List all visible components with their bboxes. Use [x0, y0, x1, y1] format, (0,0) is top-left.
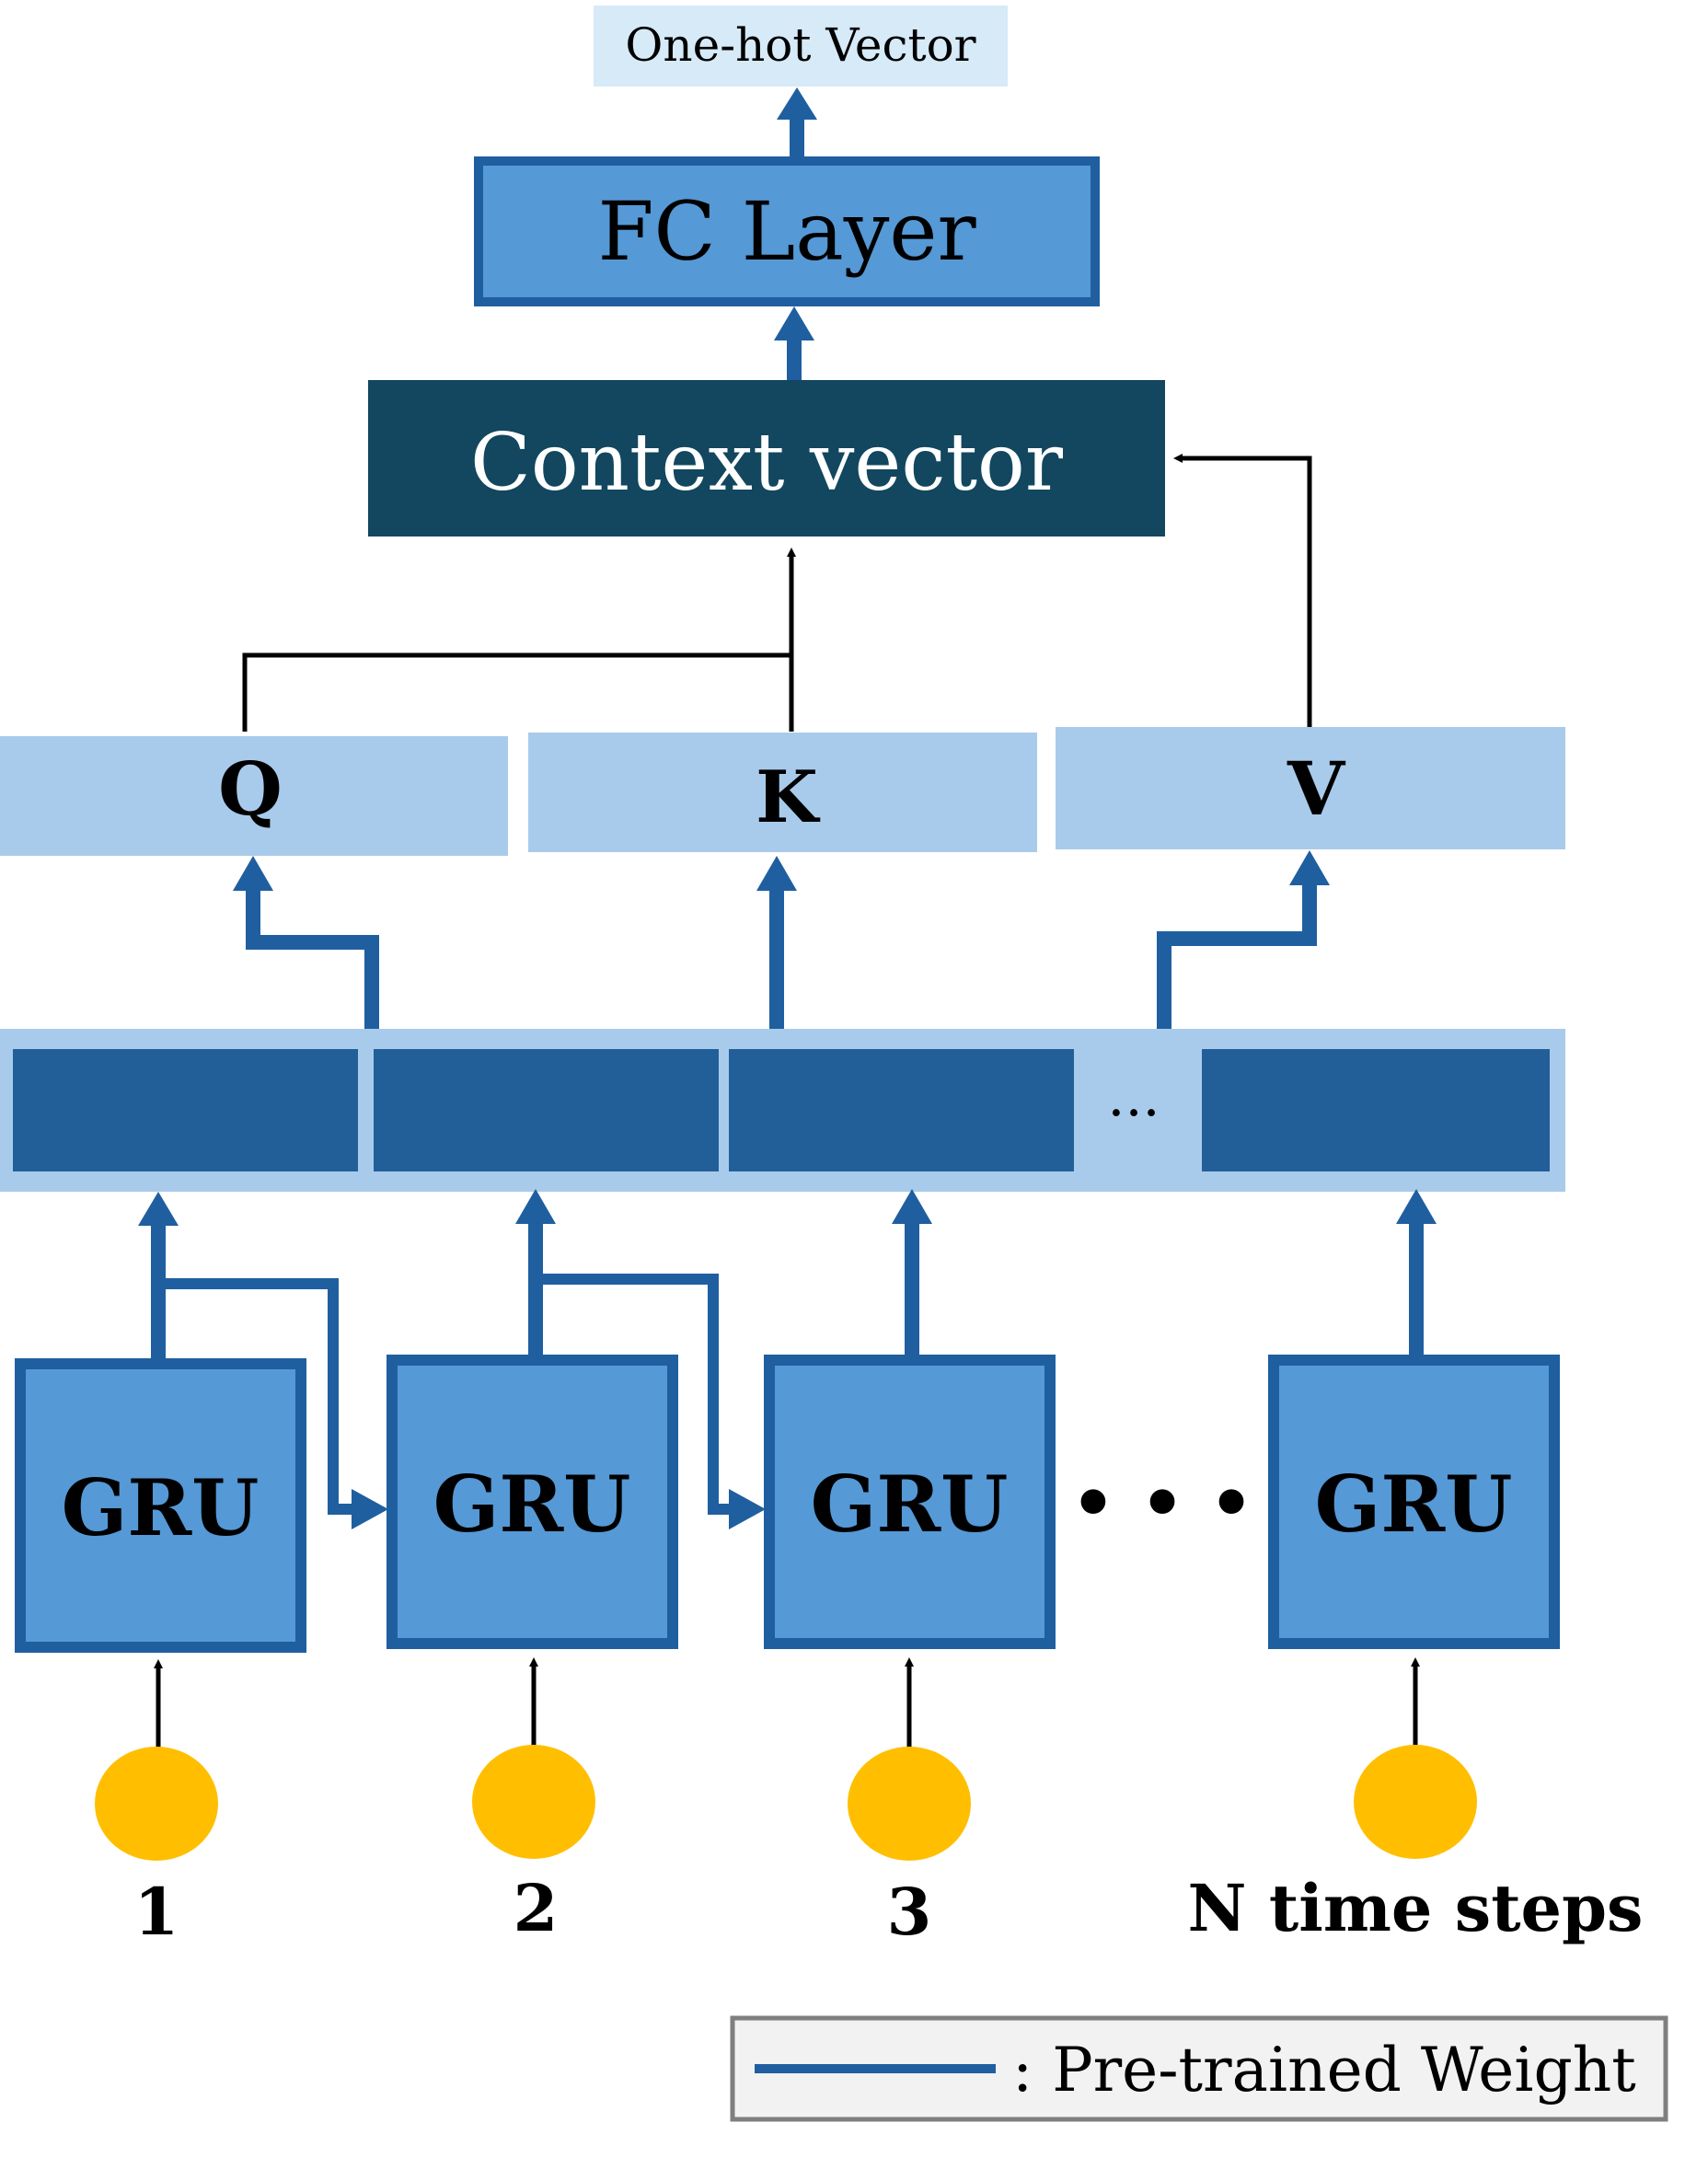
input-node-n: [1354, 1745, 1477, 1859]
hidden-cell-n: [1202, 1049, 1550, 1171]
hidden-to-q-arrow: [233, 856, 379, 1033]
gru-label: GRU: [811, 1459, 1009, 1550]
hidden-cell-1: [13, 1049, 358, 1171]
gru-label: GRU: [433, 1459, 631, 1550]
k-box: K: [528, 733, 1037, 852]
qk-to-context-connector: [242, 548, 796, 732]
gru-ellipsis: • • •: [1071, 1462, 1254, 1544]
gru-cell-3: GRU: [764, 1355, 1056, 1649]
context-to-fc-arrow: [774, 306, 814, 382]
v-to-context-connector: [1173, 454, 1312, 727]
one-hot-vector-box: One-hot Vector: [594, 6, 1008, 87]
step-label-1: 1: [134, 1874, 179, 1950]
gru-label: GRU: [62, 1462, 260, 1553]
input-node-3: [848, 1747, 971, 1861]
step-label-n: N time steps: [1188, 1870, 1644, 1946]
v-label: V: [1287, 745, 1346, 832]
gru-cell-1: GRU: [15, 1358, 306, 1653]
fc-layer-label: FC Layer: [597, 184, 976, 279]
hidden-cell-2: [374, 1049, 719, 1171]
gru3-output-arrow: [892, 1189, 932, 1367]
input-arrows: [154, 1657, 1420, 1753]
input-node-2: [472, 1745, 595, 1859]
gru1-to-gru2-recurrent-link: [158, 1278, 388, 1529]
hidden-state-sequence: ...: [0, 1029, 1565, 1192]
context-vector-label: Context vector: [470, 417, 1064, 509]
gru-label: GRU: [1315, 1459, 1513, 1550]
q-label: Q: [218, 745, 283, 832]
gru2-output-arrow: [515, 1189, 556, 1367]
k-label: K: [756, 756, 821, 839]
hidden-ellipsis: ...: [1107, 1065, 1160, 1129]
legend: : Pre-trained Weight: [730, 2015, 1668, 2122]
step-label-2: 2: [514, 1870, 559, 1946]
legend-text: : Pre-trained Weight: [1012, 2035, 1636, 2106]
step-label-3: 3: [887, 1874, 932, 1950]
input-node-1: [95, 1747, 218, 1861]
hidden-to-k-arrow: [756, 856, 797, 1033]
context-vector-box: Context vector: [368, 380, 1165, 536]
fc-layer-box: FC Layer: [474, 156, 1100, 306]
one-hot-vector-label: One-hot Vector: [625, 18, 975, 72]
gru-cell-n: GRU: [1268, 1355, 1560, 1649]
hidden-cell-3: [729, 1049, 1074, 1171]
gru1-output-arrow: [138, 1192, 179, 1367]
v-box: V: [1056, 727, 1565, 849]
gru-cell-2: GRU: [387, 1355, 678, 1649]
fc-to-output-arrow: [777, 87, 817, 161]
hidden-to-v-arrow: [1157, 850, 1330, 1033]
q-box: Q: [0, 736, 508, 856]
grun-output-arrow: [1396, 1189, 1437, 1367]
gru2-to-gru3-recurrent-link: [536, 1274, 766, 1529]
